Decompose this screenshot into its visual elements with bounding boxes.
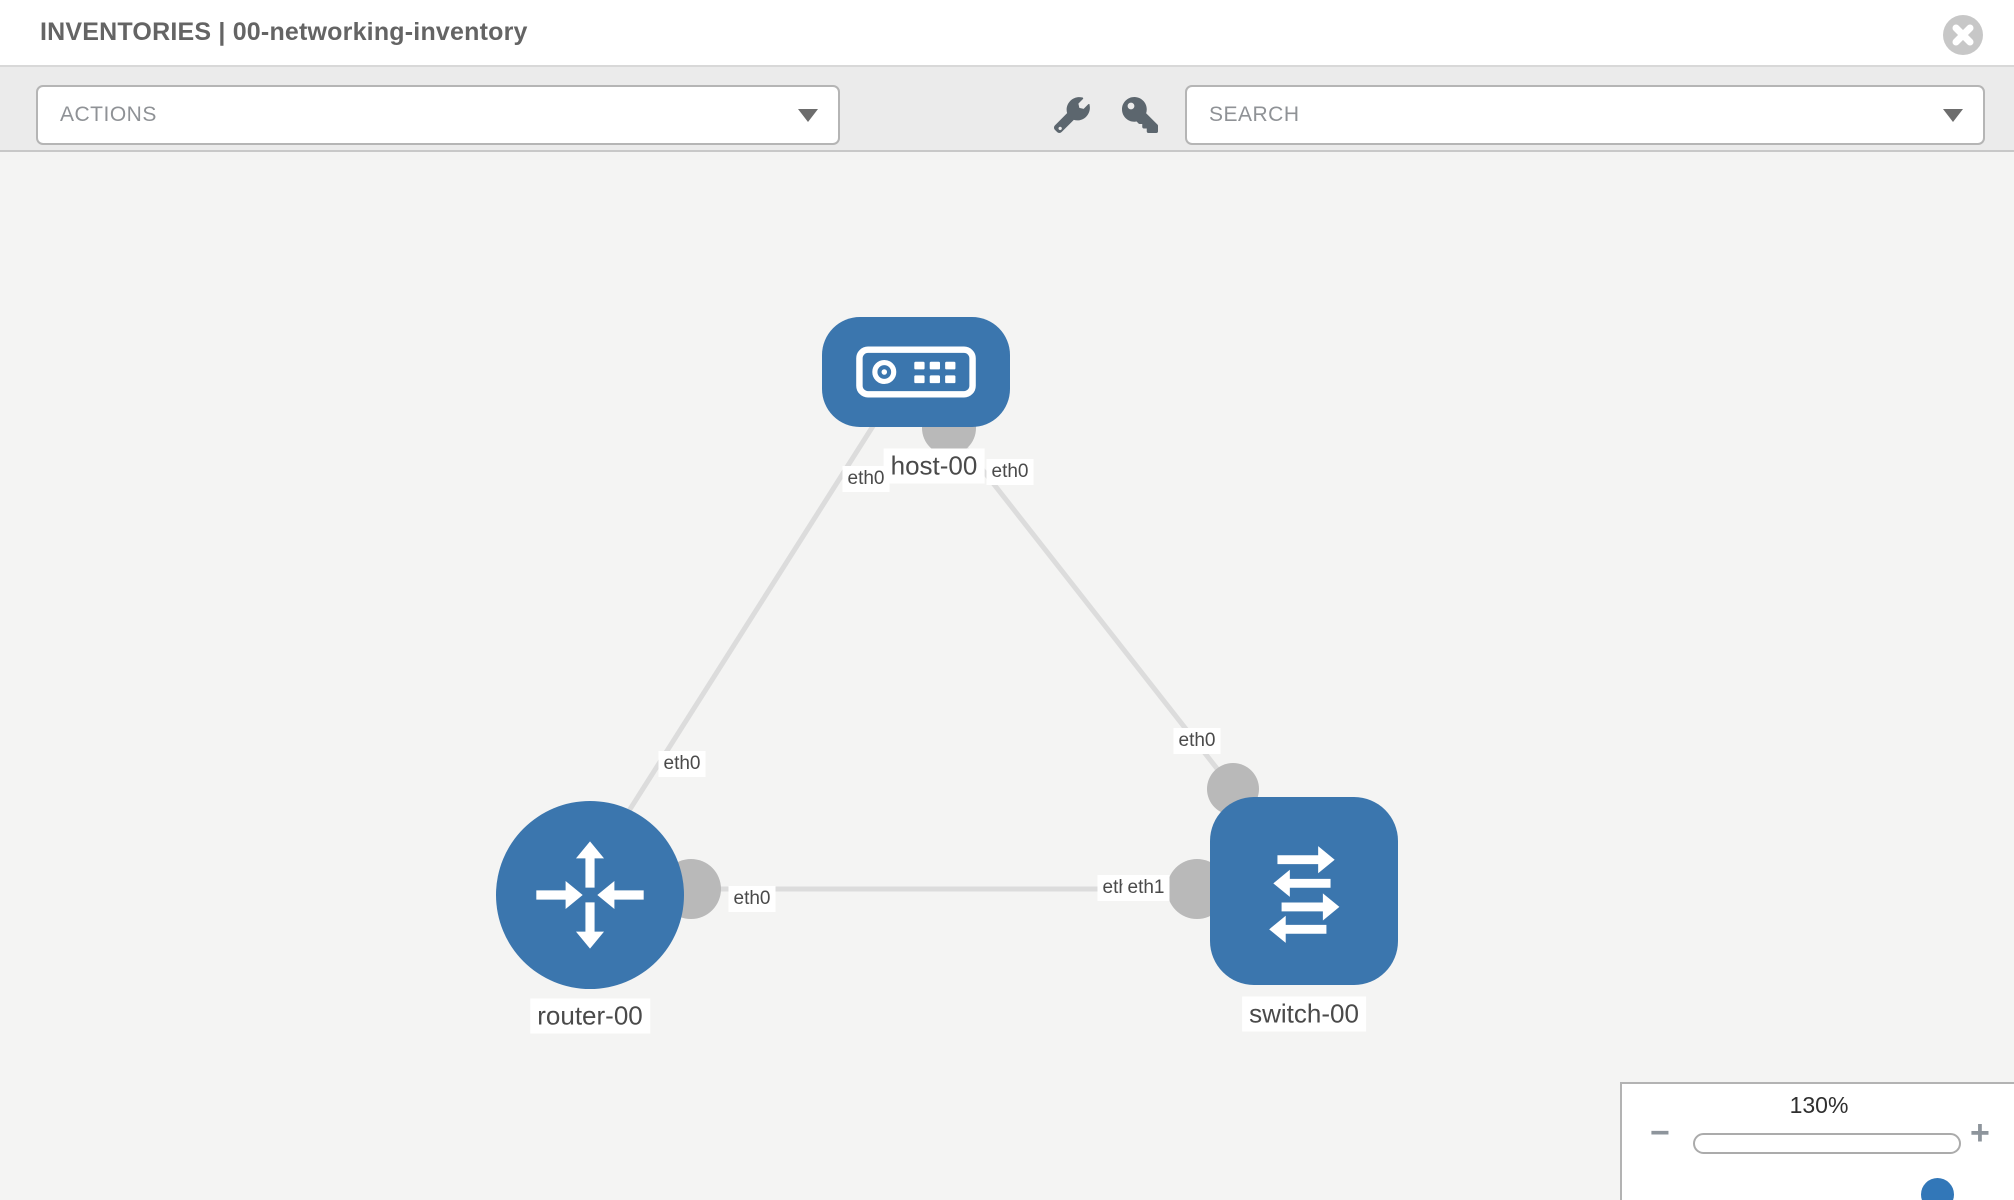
chevron-down-icon xyxy=(798,108,818,122)
router-icon xyxy=(536,841,644,949)
zoom-control-panel: 130% − + xyxy=(1620,1082,2014,1200)
search-dropdown-label: SEARCH xyxy=(1209,103,1300,126)
close-button[interactable] xyxy=(1943,15,1983,55)
header-bar: INVENTORIES | 00-networking-inventory xyxy=(0,0,2014,67)
node-label-host-00: host-00 xyxy=(883,448,985,484)
interface-label-switch-left-over: eth1 xyxy=(1122,875,1170,901)
interface-label-router-top: eth0 xyxy=(658,751,706,777)
wrench-icon xyxy=(1053,97,1090,133)
search-dropdown[interactable]: SEARCH xyxy=(1185,85,1985,145)
node-label-switch-00: switch-00 xyxy=(1242,996,1366,1032)
zoom-in-button[interactable]: + xyxy=(1970,1114,1990,1152)
zoom-slider-knob[interactable] xyxy=(1921,1178,1954,1200)
toolbar: ACTIONS SEARCH xyxy=(0,67,2014,152)
credentials-button[interactable] xyxy=(1122,97,1158,133)
node-label-router-00: router-00 xyxy=(530,998,650,1034)
page-title: INVENTORIES | 00-networking-inventory xyxy=(40,18,528,46)
interface-label-host-left: eth0 xyxy=(842,466,890,492)
actions-dropdown-label: ACTIONS xyxy=(60,103,157,126)
close-icon xyxy=(1943,15,1983,55)
zoom-level-value: 130% xyxy=(1789,1092,1849,1118)
interface-label-switch-top: eth0 xyxy=(1173,728,1221,754)
node-host-00[interactable] xyxy=(822,317,1010,427)
host-icon xyxy=(856,346,976,398)
topology-canvas[interactable]: host-00 router-00 switch-00 eth0 eth0 et… xyxy=(0,152,2014,1200)
switch-icon xyxy=(1269,846,1340,943)
configure-button[interactable] xyxy=(1053,97,1090,133)
interface-label-router-right: eth0 xyxy=(728,886,776,912)
node-router-00[interactable] xyxy=(496,801,684,989)
zoom-slider-track[interactable] xyxy=(1693,1133,1961,1200)
actions-dropdown[interactable]: ACTIONS xyxy=(36,85,840,145)
node-switch-00[interactable] xyxy=(1210,797,1398,985)
chevron-down-icon xyxy=(1943,108,1963,122)
zoom-out-button[interactable]: − xyxy=(1650,1114,1670,1152)
interface-label-host-right: eth0 xyxy=(986,459,1034,485)
key-icon xyxy=(1122,97,1158,133)
topology-links-layer xyxy=(617,401,1259,919)
